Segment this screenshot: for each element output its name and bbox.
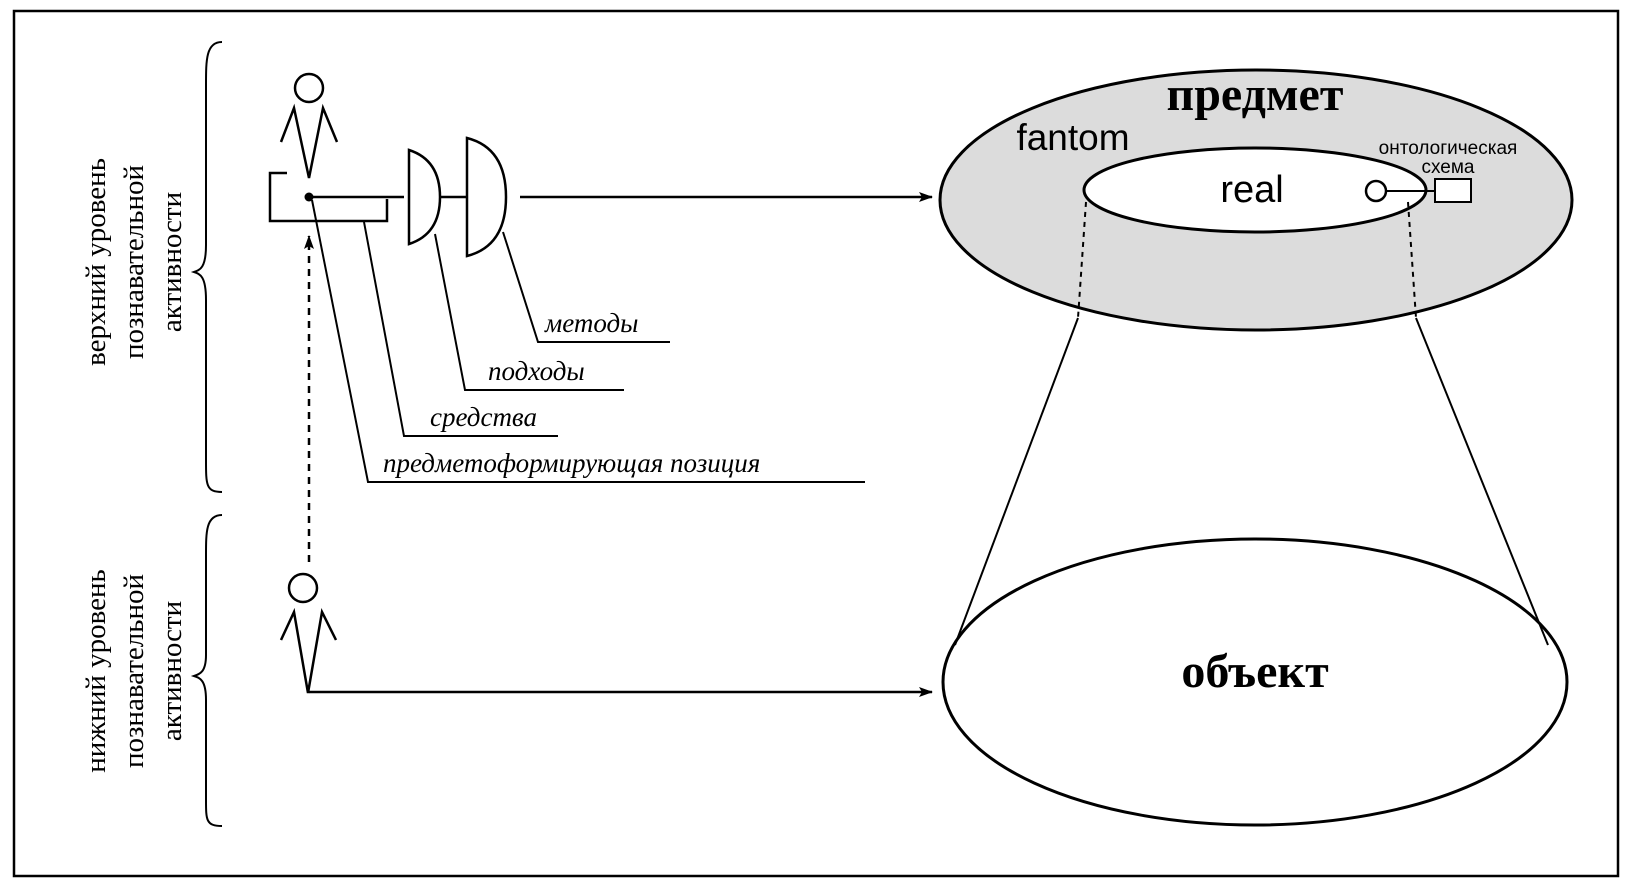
upper-level-label: верхний уровень познавательной активност… [80,158,188,366]
schema-label-line-2: схема [1422,157,1475,178]
callout-line-pozitsiya [311,199,865,483]
object-ellipse [941,537,1569,827]
upper-level-line-1: верхний уровень [80,158,112,366]
callout-line-metody [502,231,670,343]
lower-level-label: нижний уровень познавательной активности [80,569,188,773]
outer-frame [12,9,1620,878]
callout-pozitsiya: предметоформирующая позиция [383,448,760,478]
schema-label-line-1: онтологическая [1379,138,1518,159]
object-title: объект [1181,645,1328,698]
lens-2-icon [465,136,508,258]
callout-podkhody: подходы [488,356,585,386]
position-bracket [268,171,389,223]
callout-line-podkhody [434,233,624,391]
lower-level-line-2: познавательной [118,574,150,768]
upper-person-icon [279,72,339,179]
cone-line-right [1415,317,1549,646]
lower-level-line-3: активности [156,601,188,741]
cone-line-left [954,317,1079,646]
schema-box-icon [1434,178,1472,203]
upper-brace-icon [190,41,223,493]
upper-level-line-2: познавательной [118,165,150,359]
real-label: real [1220,169,1283,211]
lower-person-icon [279,572,338,694]
callout-metody: методы [544,308,638,338]
lens-1-icon [407,148,442,246]
schema-point-icon [1364,179,1388,203]
callout-sredstva: средства [430,402,537,432]
lower-level-line-1: нижний уровень [80,569,112,773]
upper-level-line-3: активности [156,192,188,332]
callout-line-sredstva [363,221,558,437]
fantom-label: fantom [1016,117,1129,158]
subject-title: предмет [1167,68,1344,121]
lower-brace-icon [190,514,223,827]
